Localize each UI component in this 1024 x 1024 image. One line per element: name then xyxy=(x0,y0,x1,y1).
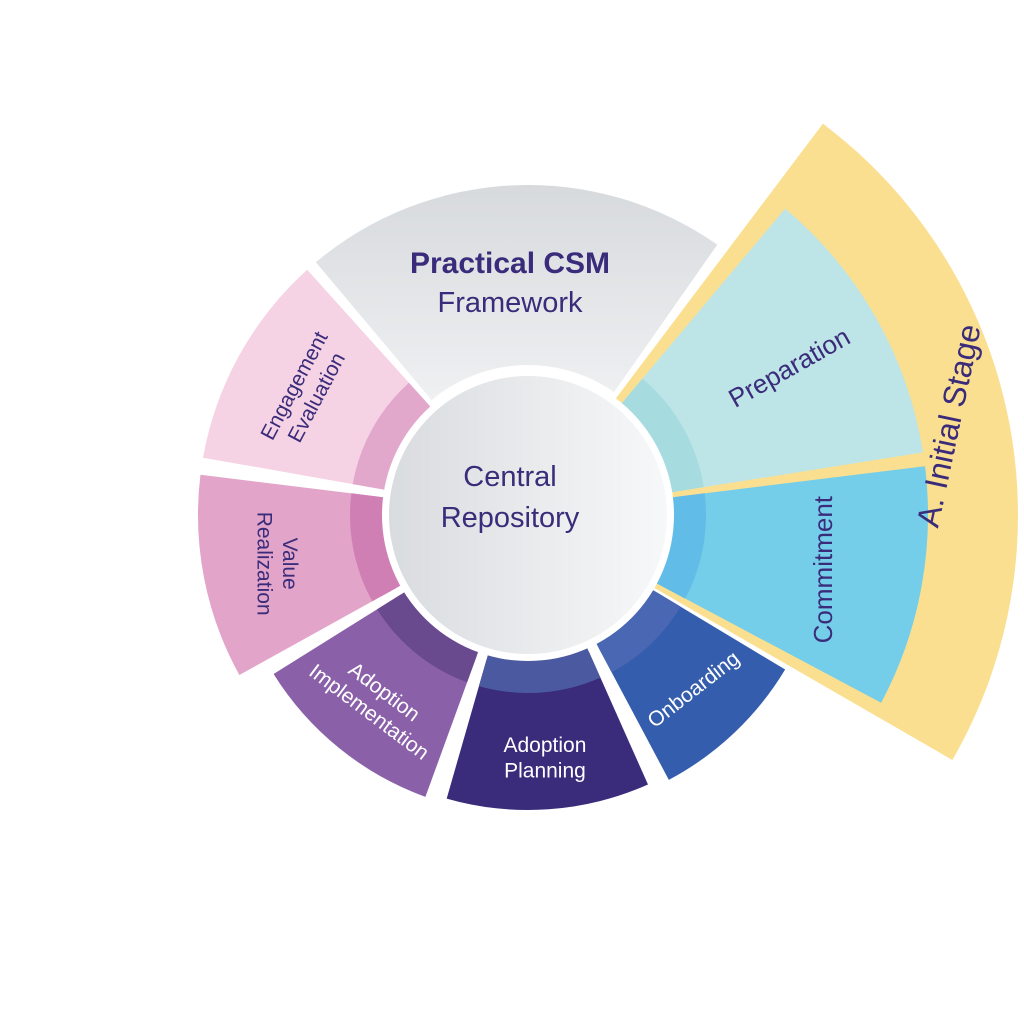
segment-fill-preparation[interactable] xyxy=(624,208,924,492)
segment-label-line: Realization xyxy=(253,512,276,616)
segment-label-line: Planning xyxy=(504,759,586,782)
framework-title-bold: Practical CSM xyxy=(410,247,610,280)
segment-fill-value-realization[interactable] xyxy=(197,474,397,675)
segment-inner-band-onboarding xyxy=(596,589,681,673)
framework-title-segment xyxy=(315,184,718,401)
segment-inner-band-engagement-evaluation xyxy=(352,382,431,490)
segment-inner-band-commitment xyxy=(656,493,706,599)
framework-title-sub: Framework xyxy=(437,287,583,319)
segment-value-realization[interactable]: ValueRealization xyxy=(197,474,402,675)
segment-inner-band-preparation xyxy=(621,378,704,493)
segment-label-line: Adoption xyxy=(503,734,586,757)
segment-label-line: Value xyxy=(278,538,301,590)
segment-inner-band-adoption-implementation xyxy=(377,591,479,683)
central-repository-label-line2: Repository xyxy=(441,502,580,534)
central-repository-circle[interactable] xyxy=(389,376,667,654)
segment-onboarding[interactable]: Onboarding xyxy=(596,589,786,780)
segment-fill-commitment[interactable] xyxy=(660,466,928,703)
central-repository-label-line1: Central xyxy=(463,461,557,493)
segment-adoption-implementation[interactable]: AdoptionImplementation xyxy=(273,591,479,797)
segment-commitment[interactable]: Commitment xyxy=(656,466,928,703)
segment-fill-adoption-planning[interactable] xyxy=(446,652,648,810)
segment-engagement-evaluation[interactable]: EngagementEvaluation xyxy=(203,269,431,490)
segment-label-value-realization: ValueRealization xyxy=(253,512,301,616)
segment-label-commitment: Commitment xyxy=(808,495,838,643)
segment-preparation[interactable]: Preparation xyxy=(621,208,924,493)
segment-inner-band-value-realization xyxy=(349,493,402,602)
segment-label-line: Commitment xyxy=(808,495,838,643)
